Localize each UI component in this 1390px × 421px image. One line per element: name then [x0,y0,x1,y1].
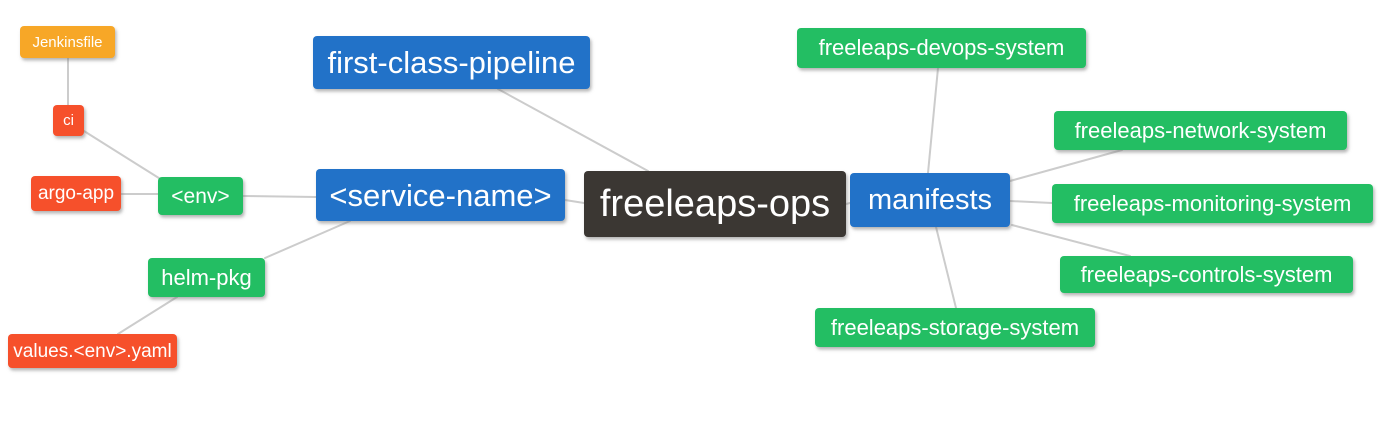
node-label: ci [63,112,74,129]
node-helm-pkg[interactable]: helm-pkg [148,258,265,297]
node-network-system[interactable]: freeleaps-network-system [1054,111,1347,150]
node-argo-app[interactable]: argo-app [31,176,121,211]
node-jenkinsfile[interactable]: Jenkinsfile [20,26,115,58]
node-manifests[interactable]: manifests [850,173,1010,227]
edge-manifests-storage-system [935,226,957,309]
edge-freeleaps-ops-manifests [845,202,851,205]
node-label: manifests [867,183,993,216]
node-label: freeleaps-ops [599,183,831,225]
node-service-name[interactable]: <service-name> [316,169,565,221]
edge-manifests-network-system [1009,149,1123,182]
edge-service-name-freeleaps-ops [564,199,585,204]
node-values-env-yaml[interactable]: values.<env>.yaml [8,334,177,368]
node-storage-system[interactable]: freeleaps-storage-system [815,308,1095,347]
node-freeleaps-ops[interactable]: freeleaps-ops [584,171,846,237]
edge-env-service-name [242,195,317,198]
node-label: values.<env>.yaml [13,340,172,362]
edge-manifests-monitoring-system [1009,200,1053,204]
node-label: <service-name> [329,177,552,213]
node-label: argo-app [37,183,115,204]
edge-manifests-controls-system [1011,224,1131,257]
node-label: freeleaps-controls-system [1080,261,1333,287]
node-devops-system[interactable]: freeleaps-devops-system [797,28,1086,68]
node-label: freeleaps-devops-system [818,35,1065,60]
edge-service-name-helm-pkg [264,220,351,259]
node-label: Jenkinsfile [32,33,103,51]
edge-helm-pkg-values-env-yaml [117,296,178,335]
node-label: <env> [171,184,230,208]
node-label: freeleaps-storage-system [830,314,1080,340]
edge-first-class-pipeline-freeleaps-ops [497,88,649,172]
node-monitoring-system[interactable]: freeleaps-monitoring-system [1052,184,1373,223]
edge-ci-env [83,130,163,181]
edge-manifests-devops-system [927,67,939,174]
node-controls-system[interactable]: freeleaps-controls-system [1060,256,1353,293]
node-label: first-class-pipeline [327,45,576,80]
node-env[interactable]: <env> [158,177,243,215]
node-ci[interactable]: ci [53,105,84,136]
node-first-class-pipeline[interactable]: first-class-pipeline [313,36,590,89]
node-label: helm-pkg [161,264,252,290]
node-label: freeleaps-monitoring-system [1073,190,1352,216]
node-label: freeleaps-network-system [1074,117,1327,143]
